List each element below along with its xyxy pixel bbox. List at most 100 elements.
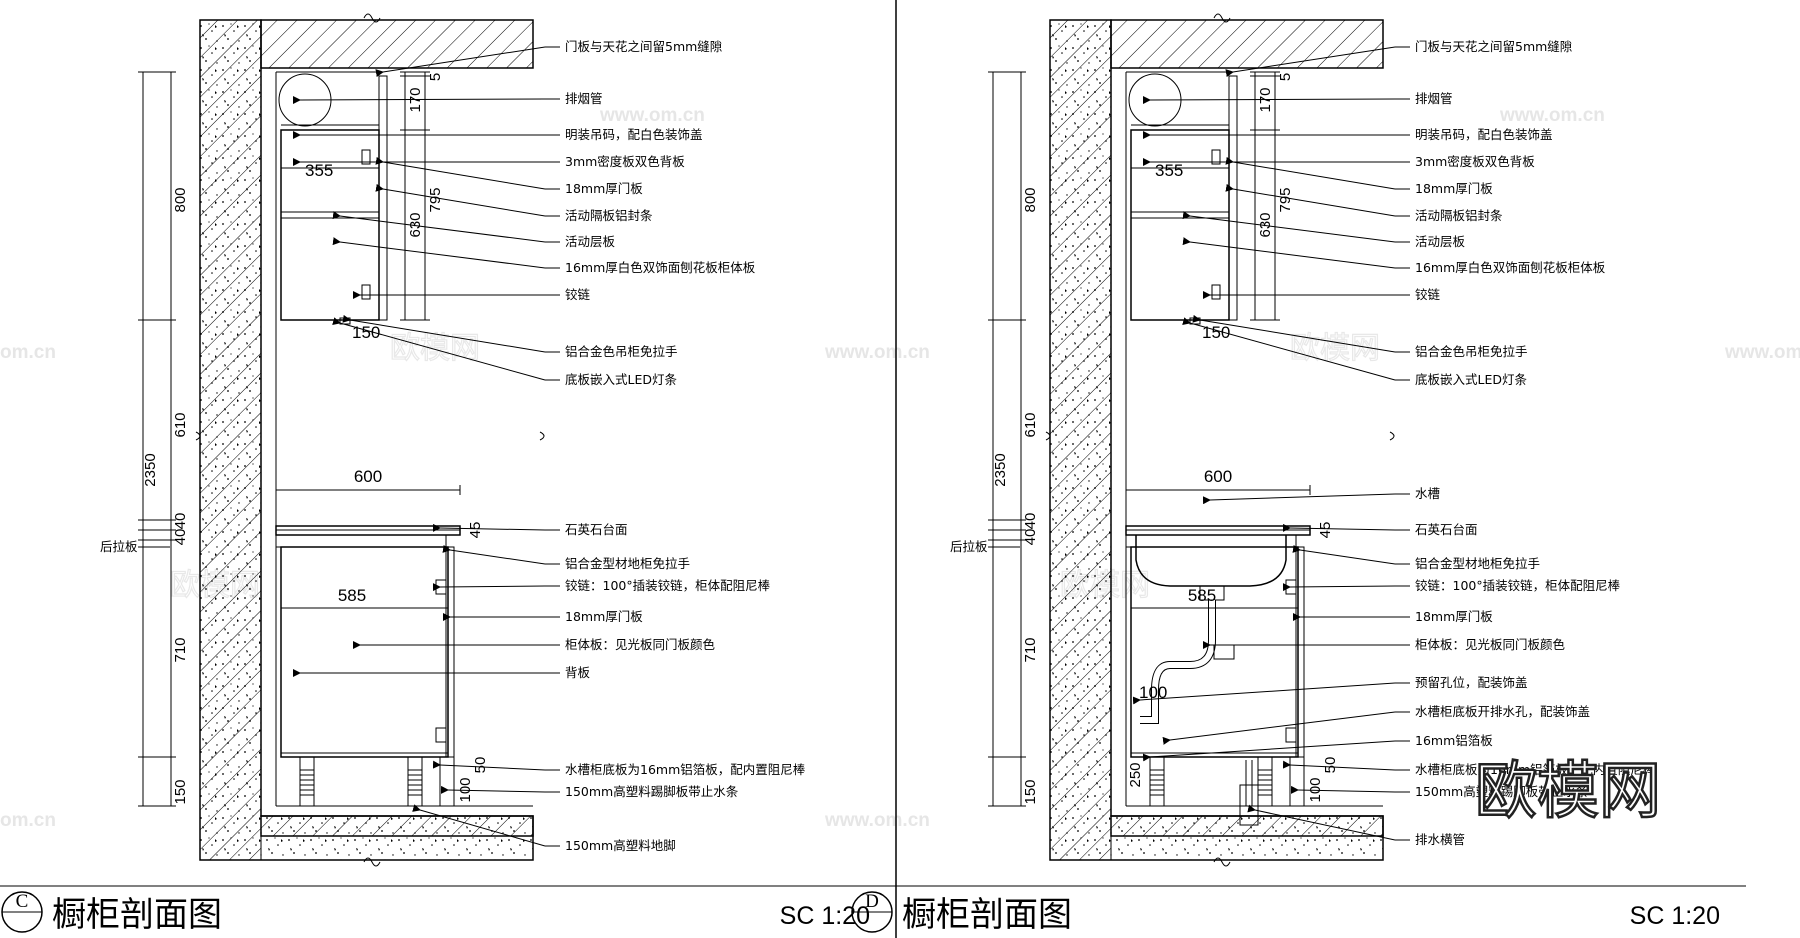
watermark-text: www.om.cn bbox=[824, 342, 930, 363]
label-leader bbox=[332, 237, 546, 269]
watermark-text: om.cn bbox=[0, 342, 56, 363]
annotation-label: 铰链 bbox=[1415, 287, 1441, 302]
label-leader bbox=[375, 156, 546, 190]
label-leader bbox=[1132, 682, 1396, 705]
dim-text-upper-depth: 355 bbox=[1155, 161, 1183, 180]
label-leader bbox=[332, 211, 546, 243]
break-mark bbox=[363, 857, 381, 867]
watermark-brand: 欧模网 bbox=[1290, 331, 1380, 366]
dim-text-door-h: 795 bbox=[427, 187, 444, 212]
break-mark bbox=[1213, 857, 1231, 867]
annotation-label: 石英石台面 bbox=[565, 522, 628, 537]
dim-text-kick-b: 50 bbox=[472, 757, 489, 774]
annotation-label: 活动层板 bbox=[565, 234, 616, 249]
floor-slab bbox=[1110, 815, 1384, 837]
label-leader bbox=[1182, 237, 1396, 269]
label-leader bbox=[1192, 314, 1396, 353]
label-leader bbox=[1162, 711, 1396, 745]
annotation-label: 150mm高塑料踢脚板带止水条 bbox=[565, 784, 739, 799]
dim-text-cabinet-depth: 585 bbox=[338, 586, 366, 605]
dim-text-top_a: 40 bbox=[1022, 513, 1039, 530]
annotation-label: 水槽 bbox=[1415, 486, 1440, 501]
dim-text-ceiling-gap: 170 bbox=[407, 87, 424, 112]
dim-text-door-h: 795 bbox=[1277, 187, 1294, 212]
break-mark bbox=[539, 431, 545, 441]
dim-text-shelf-h: 630 bbox=[1257, 212, 1274, 237]
annotation-label: 18mm厚门板 bbox=[1415, 609, 1493, 624]
label-leader bbox=[1142, 96, 1396, 105]
annotation-label: 水槽柜底板开排水孔，配装饰盖 bbox=[1415, 704, 1590, 719]
annotation-label: 铰链：100°插装铰链，柜体配阻尼棒 bbox=[565, 578, 771, 593]
hinge-block bbox=[361, 284, 371, 300]
dim-text-base: 710 bbox=[1022, 637, 1039, 662]
label-leader bbox=[292, 96, 546, 105]
section-badge-letter: C bbox=[16, 891, 29, 912]
base-door bbox=[445, 546, 455, 758]
label-leader bbox=[1282, 523, 1396, 532]
label-leader bbox=[332, 317, 546, 381]
label-leader bbox=[1142, 740, 1396, 762]
leg bbox=[1257, 756, 1273, 807]
dim-text-counter-depth: 600 bbox=[1204, 467, 1232, 486]
label-leader bbox=[412, 804, 546, 847]
leg bbox=[299, 756, 315, 807]
dim-text-top_b: 40 bbox=[172, 529, 189, 546]
break-mark bbox=[1213, 13, 1231, 23]
break-mark bbox=[1045, 431, 1051, 441]
annotation-label: 门板与天花之间留5mm缝隙 bbox=[565, 39, 722, 54]
hinge-block bbox=[435, 727, 447, 743]
label-leader bbox=[1182, 211, 1396, 243]
dim-text-total: 2350 bbox=[142, 453, 159, 486]
drain-elbow bbox=[1239, 784, 1259, 826]
hinge-block bbox=[1211, 149, 1221, 165]
label-leader bbox=[442, 545, 546, 565]
section-scale: SC 1:20 bbox=[1630, 902, 1720, 930]
floor-slab bbox=[260, 815, 534, 837]
annotation-label: 活动层板 bbox=[1415, 234, 1466, 249]
dim-text-gap: 610 bbox=[1022, 412, 1039, 437]
label-leader bbox=[432, 523, 546, 532]
hinge-block bbox=[361, 149, 371, 165]
dim-text-upper-depth: 355 bbox=[305, 161, 333, 180]
annotation-label: 150mm高塑料踢脚板带止水条 bbox=[1415, 784, 1589, 799]
annotation-label: 预留孔位，配装饰盖 bbox=[1415, 675, 1528, 690]
hinge-block bbox=[1211, 284, 1221, 300]
label-leader bbox=[1290, 785, 1396, 794]
break-mark bbox=[1389, 431, 1395, 441]
watermark-layer: om.cn om.cn www.om.cn www.om.cn www.om.c… bbox=[0, 105, 1800, 831]
break-mark bbox=[195, 431, 201, 441]
leg bbox=[1149, 756, 1165, 807]
annotation-label: 18mm厚门板 bbox=[1415, 181, 1493, 196]
label-leader bbox=[1225, 183, 1396, 217]
section-title: 橱柜剖面图 bbox=[902, 895, 1072, 935]
dim-text-counter-thk: 45 bbox=[1317, 522, 1334, 539]
wall-hatch bbox=[199, 19, 262, 861]
kickboard bbox=[439, 756, 455, 807]
dim-text-top_a: 40 bbox=[172, 513, 189, 530]
annotation-label: 3mm密度板双色背板 bbox=[565, 154, 685, 169]
upper-door bbox=[1228, 75, 1238, 321]
annotation-label: 16mm铝箔板 bbox=[1415, 733, 1493, 748]
annotation-label: 石英石台面 bbox=[1415, 522, 1478, 537]
annotation-label: 铝合金色吊柜免拉手 bbox=[565, 344, 678, 359]
label-leader bbox=[342, 314, 546, 353]
back-board-label: 后拉板 bbox=[950, 539, 988, 554]
annotation-label: 18mm厚门板 bbox=[565, 609, 643, 624]
annotation-label: 铝合金色吊柜免拉手 bbox=[1415, 344, 1528, 359]
counter-rail bbox=[1125, 534, 1297, 548]
dim-text-kick-a: 100 bbox=[1307, 777, 1324, 802]
watermark-text: om.cn bbox=[0, 810, 56, 831]
base-cabinet bbox=[280, 546, 449, 758]
annotation-label: 3mm密度板双色背板 bbox=[1415, 154, 1535, 169]
dim-text-total: 2350 bbox=[992, 453, 1009, 486]
section-badge-letter: D bbox=[865, 891, 879, 912]
annotation-label: 铰链：100°插装铰链，柜体配阻尼棒 bbox=[1415, 578, 1621, 593]
annotation-label: 背板 bbox=[565, 665, 591, 680]
dim-text-counter-depth: 600 bbox=[354, 467, 382, 486]
label-leader bbox=[1282, 583, 1396, 592]
upper-cabinet bbox=[280, 129, 380, 321]
brand-watermark: 欧模网 bbox=[1475, 754, 1661, 827]
label-leader bbox=[432, 760, 546, 771]
dim-text-kick-b: 50 bbox=[1322, 757, 1339, 774]
